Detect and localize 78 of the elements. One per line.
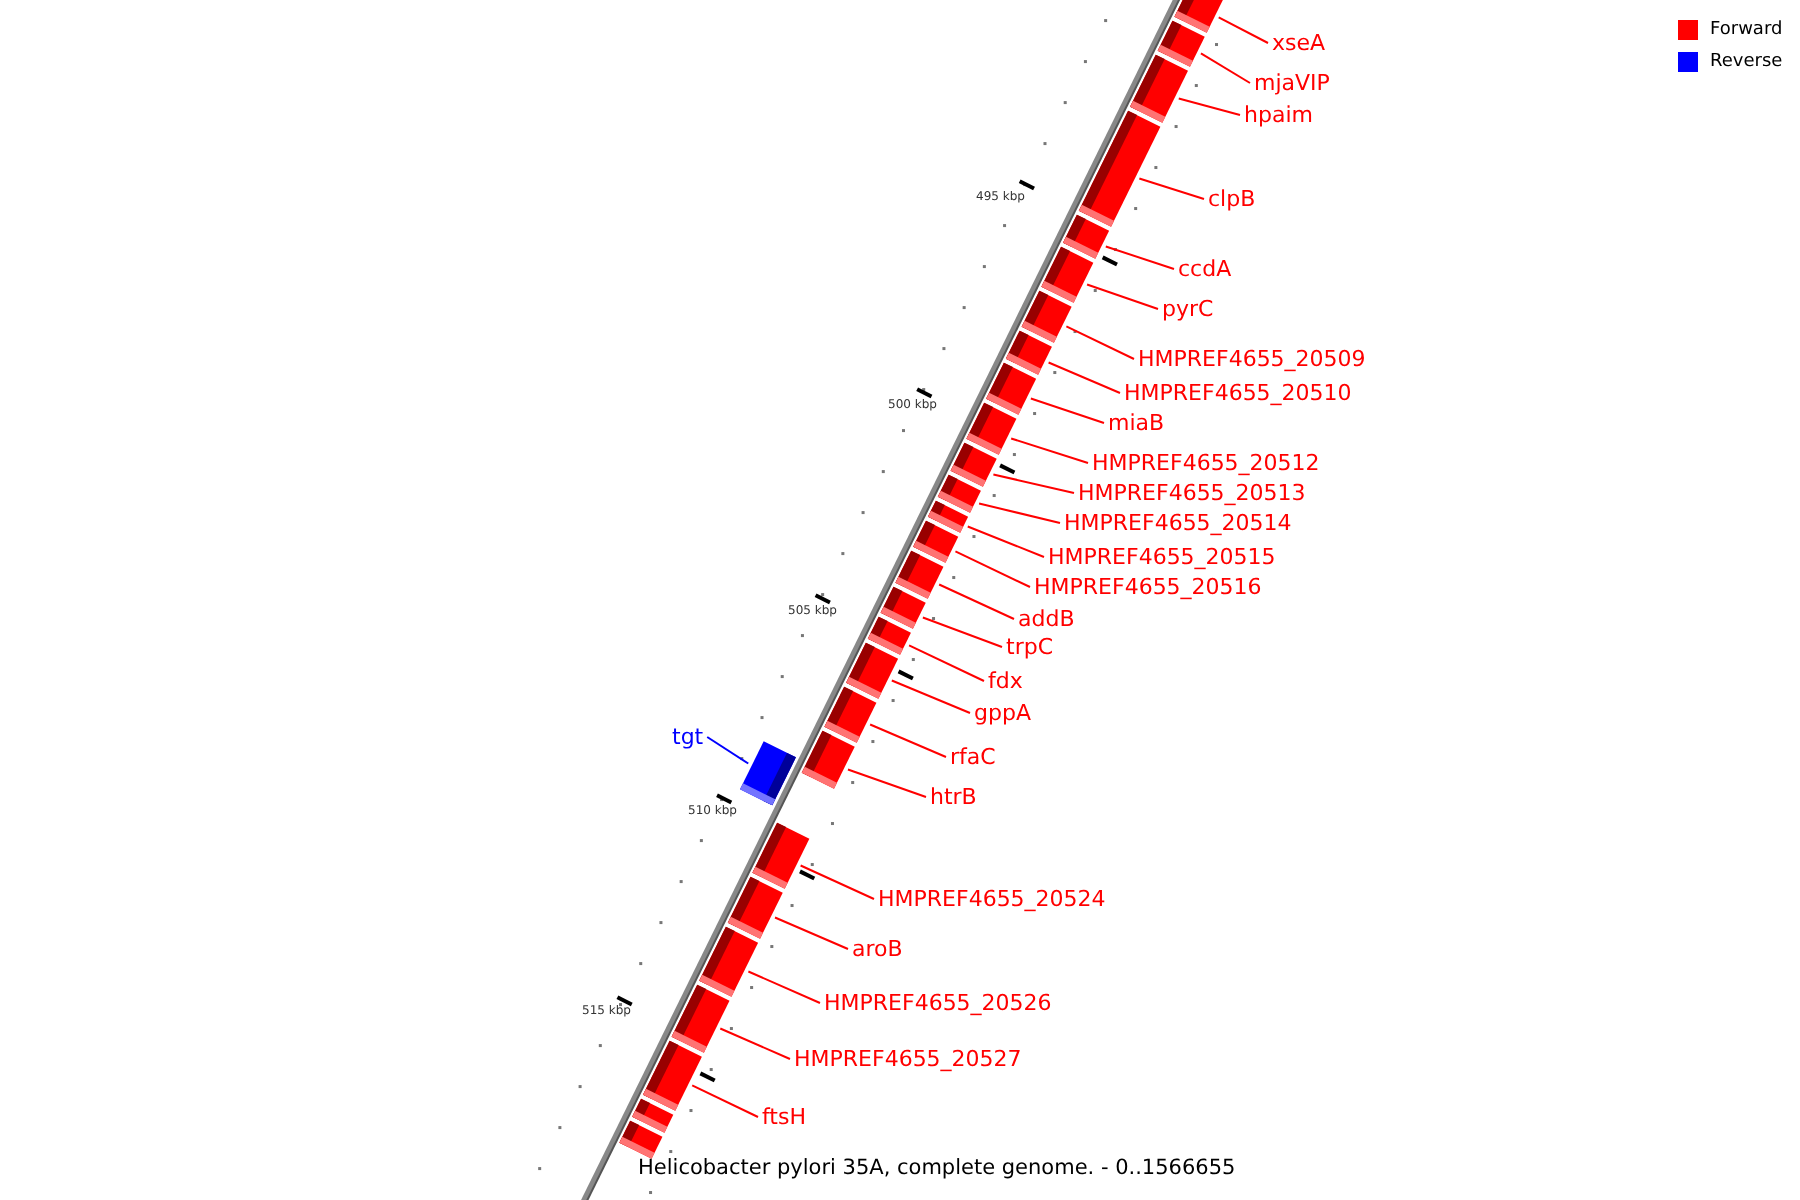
- gene-label: addB: [1018, 606, 1075, 632]
- gene-label: mjaVIP: [1254, 70, 1330, 96]
- gene-block: [752, 822, 810, 889]
- gene-label: HMPREF4655_20509: [1138, 346, 1366, 372]
- gene-block: [824, 686, 877, 743]
- gene-label: pyrC: [1162, 296, 1214, 322]
- gene-label: fdx: [988, 668, 1023, 694]
- leader-line: [869, 723, 947, 758]
- leader-line: [691, 1084, 759, 1118]
- leader-line: [1086, 283, 1159, 310]
- gene-label: xseA: [1272, 30, 1326, 56]
- gene-block: [846, 642, 899, 699]
- gene-label: HMPREF4655_20524: [878, 886, 1106, 912]
- gene-label: hpaim: [1244, 102, 1313, 128]
- gene-label: HMPREF4655_20513: [1078, 480, 1306, 506]
- gene-label: ccdA: [1178, 256, 1232, 282]
- gene-label: gppA: [974, 700, 1031, 726]
- gene-block: [966, 402, 1017, 455]
- gene-label: aroB: [852, 936, 903, 962]
- gene-block: [1174, 0, 1224, 33]
- caption: Helicobacter pylori 35A, complete genome. - 0..1566655: [638, 1156, 1236, 1182]
- leader-line: [1199, 52, 1251, 84]
- leader-line: [747, 970, 821, 1004]
- gene-label: HMPREF4655_20510: [1124, 380, 1352, 406]
- leader-line: [1104, 245, 1175, 270]
- gene-block: [671, 984, 730, 1053]
- leader-line: [992, 473, 1075, 494]
- gene-block: [913, 520, 959, 563]
- gene-label: HMPREF4655_20526: [824, 990, 1052, 1016]
- gene-block: [727, 876, 783, 939]
- leader-line: [978, 502, 1061, 524]
- leader-line: [1065, 325, 1135, 360]
- leader-line: [706, 736, 750, 765]
- leader-line: [921, 616, 1003, 648]
- gene-block: [1041, 246, 1094, 303]
- gene-label: HMPREF4655_20512: [1092, 450, 1320, 476]
- gene-label: clpB: [1208, 186, 1256, 212]
- legend-label: Forward: [1710, 20, 1783, 42]
- leader-line: [966, 525, 1045, 558]
- leader-line: [1217, 16, 1269, 44]
- leader-line: [1010, 437, 1089, 464]
- gene-block: [986, 362, 1037, 415]
- gene-label: ftsH: [762, 1104, 806, 1130]
- gene-label: trpC: [1006, 634, 1053, 660]
- leader-line: [1138, 177, 1205, 200]
- gene-block: [1078, 110, 1161, 227]
- gene-label: htrB: [930, 784, 977, 810]
- leader-line: [774, 916, 849, 950]
- leader-line: [1047, 361, 1121, 394]
- gene-label: rfaC: [950, 744, 996, 770]
- gene-block: [895, 550, 944, 599]
- leader-line: [908, 644, 985, 682]
- gene-label: HMPREF4655_20514: [1064, 510, 1292, 536]
- gene-block: [619, 1120, 663, 1159]
- gene-block: [950, 442, 997, 487]
- leader-line: [1029, 397, 1105, 424]
- leader-line: [846, 768, 927, 798]
- leader-line: [719, 1027, 791, 1060]
- leader-line: [954, 550, 1031, 588]
- gene-label: miaB: [1108, 410, 1165, 436]
- gene-label: HMPREF4655_20527: [794, 1046, 1022, 1072]
- gene-block: [1063, 214, 1110, 259]
- gene-label: HMPREF4655_20515: [1048, 544, 1276, 570]
- gene-block: [699, 926, 759, 997]
- gene-label: tgt: [672, 724, 704, 750]
- leader-line: [1177, 97, 1241, 116]
- gene-block: [1005, 330, 1052, 375]
- gene-block: [1157, 20, 1205, 67]
- legend-label: Reverse: [1710, 52, 1783, 74]
- gene-block: [1021, 290, 1072, 343]
- gene-block: [880, 586, 926, 629]
- gene-label: HMPREF4655_20516: [1034, 574, 1262, 600]
- gene-block: [740, 741, 796, 806]
- leader-line: [799, 864, 875, 900]
- leader-line: [890, 679, 971, 714]
- gene-block: [1130, 54, 1188, 123]
- leader-line: [938, 583, 1015, 620]
- gene-block: [801, 730, 855, 789]
